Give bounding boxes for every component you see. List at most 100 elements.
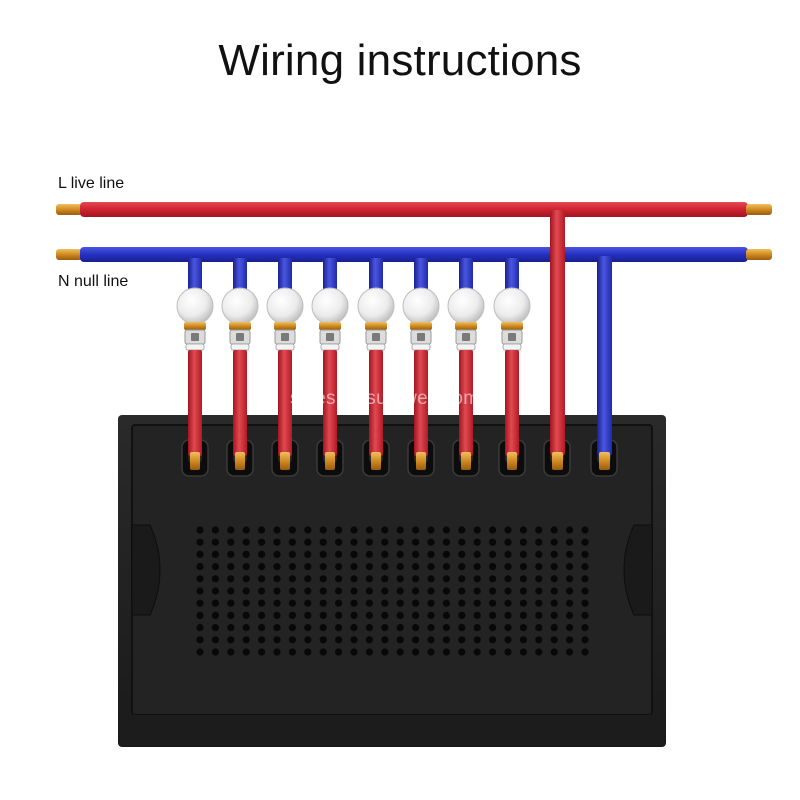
vent-hole [458, 599, 466, 607]
vent-hole [365, 575, 373, 583]
vent-hole [350, 611, 358, 620]
vent-hole [412, 624, 420, 632]
vent-hole [566, 648, 574, 656]
vent-hole [581, 587, 589, 595]
lamp-live-wire [459, 350, 473, 456]
vent-hole [304, 599, 312, 607]
vent-hole [288, 587, 296, 595]
vent-hole [581, 636, 589, 644]
lamp-assembly [447, 258, 485, 470]
vent-hole [335, 550, 343, 559]
vent-hole [504, 587, 512, 595]
vent-hole [273, 648, 281, 656]
vent-hole [519, 538, 528, 546]
lamp-live-wire [369, 350, 383, 456]
vent-hole [412, 599, 420, 607]
vent-hole [473, 587, 481, 595]
vent-hole [427, 575, 435, 583]
vent-hole [258, 636, 266, 644]
vent-hole [319, 587, 327, 595]
lamp-null-wire [188, 258, 202, 292]
lamp-null-wire [414, 258, 428, 292]
vent-hole [550, 636, 558, 644]
vent-hole [211, 587, 219, 595]
vent-hole [427, 587, 435, 595]
vent-hole [412, 526, 420, 534]
vent-hole [335, 599, 343, 607]
vent-hole [412, 587, 420, 595]
vent-hole [489, 550, 497, 559]
vent-hole [581, 624, 589, 632]
vent-hole [473, 636, 481, 644]
vent-hole [196, 587, 204, 595]
vent-hole [242, 550, 250, 559]
lamp-wire-tip [325, 452, 335, 470]
vent-hole [489, 538, 497, 546]
vent-hole [273, 587, 281, 595]
lamp-live-wire [278, 350, 292, 456]
vent-hole [519, 599, 528, 607]
watermark-text: sales@bsumwell.com [290, 388, 480, 409]
vent-hole [581, 599, 589, 607]
vent-hole [319, 538, 327, 546]
lamp-assembly [311, 258, 349, 470]
vent-hole [489, 611, 497, 620]
lamp-live-wire [233, 350, 247, 456]
lamp-assembly [493, 258, 531, 470]
vent-hole [304, 538, 312, 546]
vent-hole [458, 550, 466, 559]
lamp-live-wire [188, 350, 202, 456]
vent-hole [381, 599, 389, 607]
vent-hole [412, 636, 420, 644]
vent-hole [489, 563, 497, 571]
vent-hole [288, 538, 296, 546]
vent-hole [519, 526, 528, 534]
vent-hole [304, 575, 312, 583]
vent-hole [350, 550, 358, 559]
null-feed-wire [597, 256, 612, 470]
vent-hole [550, 538, 558, 546]
vent-hole [196, 599, 204, 607]
vent-hole [566, 611, 574, 620]
vent-hole [535, 648, 543, 656]
vent-hole [242, 587, 250, 595]
null-line-left-tip [56, 249, 82, 260]
vent-hole [304, 526, 312, 534]
vent-hole [242, 599, 250, 607]
lamp-bulb-icon [493, 287, 531, 325]
vent-hole [458, 538, 466, 546]
vent-hole [335, 624, 343, 632]
vent-hole [535, 587, 543, 595]
live-line-right-tip [746, 204, 772, 215]
vent-hole [473, 550, 481, 559]
vent-hole [535, 575, 543, 583]
vent-hole [211, 563, 219, 571]
vent-hole [489, 526, 497, 534]
vent-hole [365, 538, 373, 546]
vent-hole [288, 636, 296, 644]
vent-hole [458, 611, 466, 620]
lamp-assembly [402, 258, 440, 470]
lamp-null-wire [505, 258, 519, 292]
vent-hole [350, 575, 358, 583]
vent-hole [381, 611, 389, 620]
vent-hole [550, 526, 558, 534]
vent-hole [458, 624, 466, 632]
vent-hole [288, 550, 296, 559]
vent-hole [396, 526, 404, 534]
lamp-null-wire [323, 258, 337, 292]
vent-hole [442, 550, 450, 559]
vent-hole [519, 550, 528, 559]
vent-hole [396, 587, 404, 595]
vent-hole [211, 624, 219, 632]
vent-hole [458, 648, 466, 656]
vent-hole [396, 648, 404, 656]
vent-hole [504, 538, 512, 546]
vent-hole [288, 526, 296, 534]
lamp-collar [410, 322, 432, 330]
vent-hole [258, 538, 266, 546]
lamp-wire-tip [371, 452, 381, 470]
vent-hole [381, 636, 389, 644]
vent-hole [304, 550, 312, 559]
vent-hole [442, 587, 450, 595]
